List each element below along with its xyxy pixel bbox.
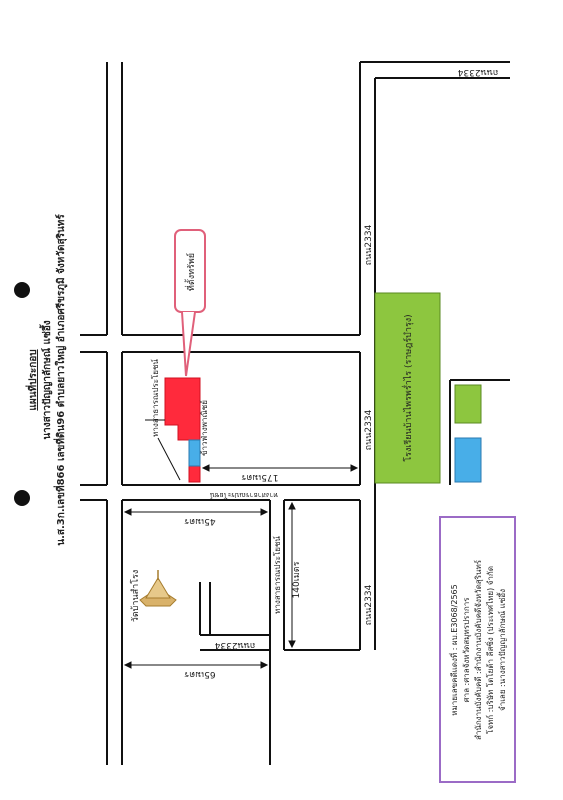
- property-callout: ที่ตั้งทรัพย์: [174, 229, 206, 377]
- kraw-market-label: ข้าวฟ่างพาณิชย์: [199, 400, 209, 456]
- temple-icon: [139, 570, 177, 607]
- road-label-top: ถนน2334: [457, 67, 498, 77]
- info-line-3: โจทก์ :บริษัท โตโยต้า ลีสซิ่ง (ประเทศไทย…: [484, 566, 495, 734]
- road-label-right-top: ถนน2334: [364, 224, 374, 265]
- location-line: น.ส.3ก.เลขที่866 เลขที่ดิน96 ตำบลยาวใหญ่…: [53, 214, 68, 546]
- lane-label: ทางสาธารณประโยชน์: [272, 536, 282, 614]
- owner-name: นางสาวปัญญาลักษณ์ แซ่อึ้ง: [39, 320, 53, 439]
- school-label: โรงเรียนบ้านไพรพร่ำไร (ราษฎร์บำรุง): [401, 314, 414, 461]
- distance-markers: [123, 464, 359, 669]
- map-title: แผนที่ประกอบ: [25, 349, 39, 410]
- road-label-mid: ถนน2334: [364, 409, 374, 450]
- green-building-small: [454, 384, 482, 424]
- blue-building-small: [454, 437, 482, 483]
- punch-hole-top: [14, 282, 30, 298]
- road-label-left: ถนน2334: [214, 640, 255, 650]
- punch-hole-bottom: [14, 490, 30, 506]
- public-way-label: ทางสาธารณประโยชน์: [150, 359, 160, 437]
- right-block-outline: [449, 379, 510, 485]
- railway-road-label: ทางสาธารณประโยชน์: [210, 491, 278, 500]
- road-label-bottom: ถนน2334: [364, 584, 374, 625]
- info-line-1: ศาล :ศาลจังหวัดสมุทรปราการ: [462, 597, 471, 703]
- info-line-4: จำเลย :นางสาวปัญญาลักษณ์ แซ่อึ้ง: [496, 589, 507, 711]
- distance-140: 140เมตร: [292, 561, 302, 598]
- property-callout-label: ที่ตั้งทรัพย์: [184, 253, 197, 291]
- info-line-2: สำนักงานบังคับคดี :สำนักงานบังคับคดีจังห…: [473, 559, 483, 740]
- case-info-box: หมายเลขคดีแดงที่ : ผบ.E3068/2565 ศาล :ศา…: [439, 516, 516, 783]
- distance-175: 175เมตร: [241, 472, 278, 482]
- distance-45: 45เมตร: [184, 516, 215, 526]
- info-line-0: หมายเลขคดีแดงที่ : ผบ.E3068/2565: [448, 584, 459, 715]
- temple-label: วัดบ้านสำโรง: [130, 570, 141, 622]
- neighbor-building-blue: [188, 439, 201, 467]
- school-block: [374, 292, 441, 484]
- distance-65: 65เมตร: [184, 669, 215, 679]
